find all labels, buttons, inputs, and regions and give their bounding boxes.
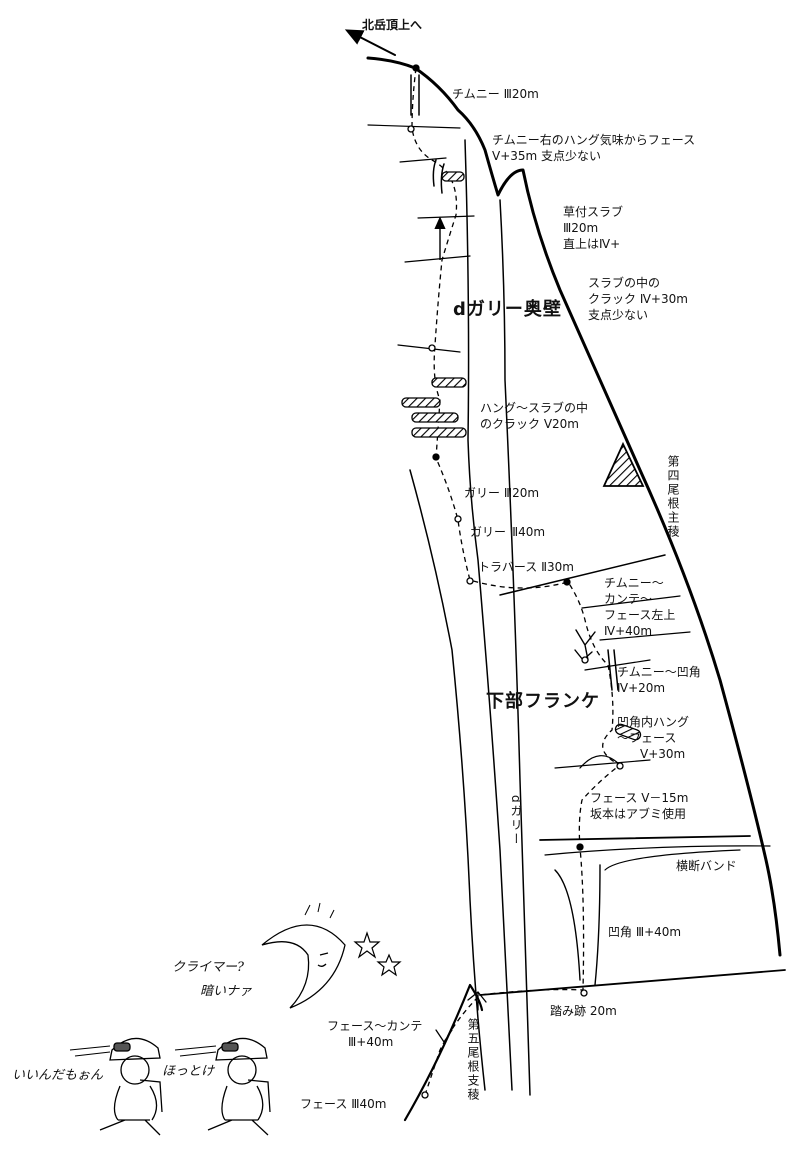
climber-doodle-right — [175, 1038, 270, 1135]
label-cross-band: 横断バンド — [676, 858, 737, 874]
label-grass-slab-3: 直上はⅣ+ — [563, 236, 620, 252]
summit-arrow — [352, 33, 395, 55]
label-chimney-corner-1: チムニー～凹角 — [617, 664, 701, 680]
label-chimney-face-1: チムニー右のハング気味からフェース — [492, 132, 695, 148]
label-chimney-top: チムニー Ⅲ20m — [452, 86, 539, 102]
climber-doodle-left — [70, 1038, 162, 1135]
label-d-gully: dガリー — [508, 795, 524, 847]
label-face-v-2: 坂本はアブミ使用 — [590, 806, 686, 822]
label-gully-1: ガリー Ⅲ20m — [464, 485, 539, 501]
label-chimney-kante-3: フェース左上 — [604, 607, 675, 623]
left-edge — [410, 470, 485, 1090]
label-corner-hang-2: ～フェース — [617, 730, 676, 746]
label-corner-hang-3: Ⅴ+30m — [640, 746, 685, 762]
doodle-walker-left: いいんだもぉん — [12, 1068, 103, 1084]
label-ridge-5: 第五尾根支稜 — [465, 1018, 481, 1102]
label-chimney-kante-1: チムニー～ — [604, 575, 664, 591]
doodle-dark: 暗いナァ — [200, 984, 252, 1000]
label-face-v-1: フェース Ⅴ－15m — [590, 790, 688, 806]
cross-band — [540, 836, 750, 840]
label-chimney-kante-2: カンテ～ — [604, 591, 652, 607]
gully-right-edge — [500, 200, 530, 1095]
label-traverse: トラバース Ⅱ30m — [478, 559, 574, 575]
label-chimney-kante-4: Ⅳ+40m — [604, 623, 652, 639]
label-slab-crack-1: スラブの中の — [588, 275, 660, 291]
label-hang-slab-2: のクラック Ⅴ20m — [480, 416, 579, 432]
label-chimney-corner-2: Ⅳ+20m — [617, 680, 665, 696]
label-face-kante-2: Ⅲ+40m — [348, 1034, 393, 1050]
ridge-4-line — [368, 58, 780, 955]
label-face-kante-1: フェース～カンテ — [327, 1018, 422, 1034]
label-d-gully-upper: dガリー奥壁 — [453, 302, 562, 318]
label-grass-slab-2: Ⅲ20m — [563, 220, 598, 236]
label-chimney-face-2: Ⅴ+35m 支点少ない — [492, 148, 601, 164]
label-to-summit: 北岳頂上へ — [362, 17, 422, 33]
star-icon — [355, 933, 400, 975]
doodle-walker-right: ほっとけ — [162, 1064, 214, 1080]
label-gully-2: ガリー Ⅲ40m — [470, 524, 545, 540]
label-hang-slab-1: ハング～スラブの中 — [480, 400, 588, 416]
label-corner-hang-1: 凹角内ハング — [617, 714, 689, 730]
label-grass-slab-1: 草付スラブ — [563, 204, 623, 220]
label-corner-low: 凹角 Ⅲ+40m — [608, 924, 681, 940]
label-lower-flank: 下部フランケ — [486, 694, 600, 710]
label-trail: 踏み跡 20m — [550, 1003, 617, 1019]
label-slab-crack-2: クラック Ⅳ+30m — [588, 291, 688, 307]
label-ridge-4: 第四尾根主稜 — [665, 455, 681, 539]
label-face-low: フェース Ⅲ40m — [300, 1096, 386, 1112]
label-slab-crack-3: 支点少ない — [588, 307, 648, 323]
doodle-climber-question: クライマー? — [172, 960, 244, 976]
moon-doodle — [262, 903, 345, 1008]
